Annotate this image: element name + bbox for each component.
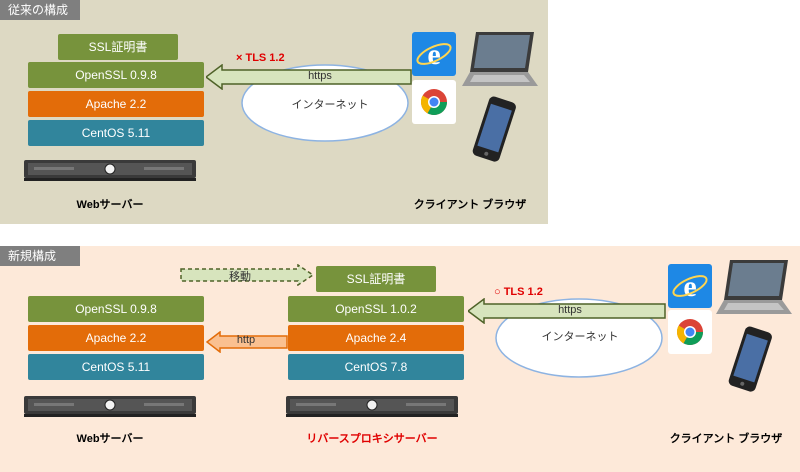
top-server-rack-icon	[24, 160, 196, 182]
bottom-https-label: https	[558, 304, 582, 316]
chrome-browser-icon	[412, 80, 456, 124]
top-openssl-box: OpenSSL 0.9.8	[28, 62, 204, 88]
bottom-web-server-rack-icon	[24, 396, 196, 418]
top-tls-label: × TLS 1.2	[236, 52, 285, 64]
bottom-web-openssl-box: OpenSSL 0.9.8	[28, 296, 204, 322]
top-internet-label: インターネット	[291, 99, 369, 111]
http-arrow	[206, 331, 288, 353]
bottom-laptop-icon	[716, 258, 794, 318]
top-section-title: 従来の構成	[0, 0, 80, 20]
proxy-centos-box: CentOS 7.8	[288, 354, 464, 380]
bottom-web-server-label: Webサーバー	[76, 433, 144, 445]
top-https-arrow	[206, 64, 412, 90]
move-label: 移動	[229, 271, 251, 283]
http-label: http	[236, 334, 256, 346]
bottom-chrome-browser-icon	[668, 310, 712, 354]
top-ssl-cert-box: SSL証明書	[58, 34, 178, 60]
bottom-client-label: クライアント ブラウザ	[669, 433, 783, 445]
bottom-https-arrow	[468, 298, 666, 324]
top-centos-box: CentOS 5.11	[28, 120, 204, 146]
bottom-section-title: 新規構成	[0, 246, 80, 266]
bottom-internet-label: インターネット	[541, 331, 619, 343]
proxy-server-label: リバースプロキシサーバー	[306, 433, 438, 445]
proxy-openssl-box: OpenSSL 1.0.2	[288, 296, 464, 322]
move-arrow	[180, 264, 314, 286]
top-https-label: https	[308, 70, 332, 82]
bottom-smartphone-icon	[724, 326, 776, 394]
svg-text:e: e	[683, 270, 696, 303]
svg-text:e: e	[427, 38, 440, 71]
bottom-tls-label: ○ TLS 1.2	[494, 286, 543, 298]
bottom-web-centos-box: CentOS 5.11	[28, 354, 204, 380]
top-web-server-label: Webサーバー	[76, 199, 144, 211]
proxy-apache-box: Apache 2.4	[288, 325, 464, 351]
laptop-icon	[462, 30, 540, 90]
bottom-web-apache-box: Apache 2.2	[28, 325, 204, 351]
ie-browser-icon: e	[412, 32, 456, 76]
proxy-server-rack-icon	[286, 396, 458, 418]
proxy-ssl-cert-box: SSL証明書	[316, 266, 436, 292]
top-client-label: クライアント ブラウザ	[413, 199, 527, 211]
bottom-ie-browser-icon: e	[668, 264, 712, 308]
top-apache-box: Apache 2.2	[28, 91, 204, 117]
smartphone-icon	[468, 96, 520, 164]
